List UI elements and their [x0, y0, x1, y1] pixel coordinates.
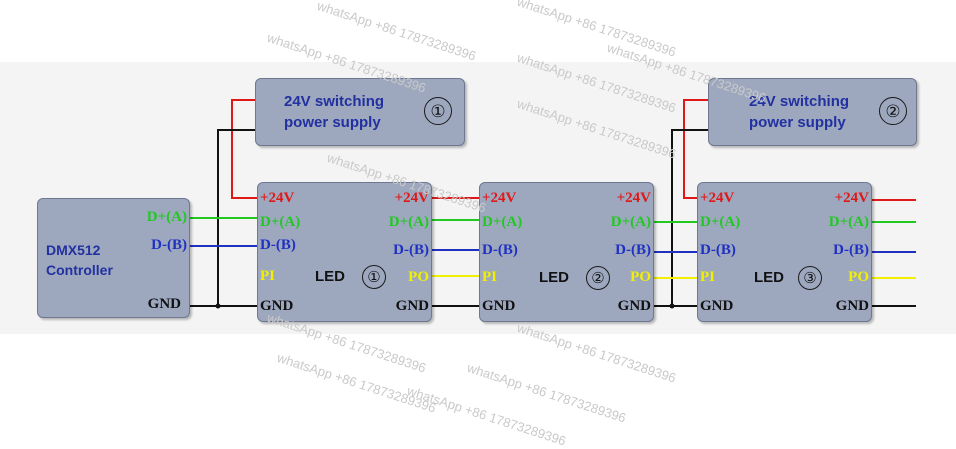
led1-in-24v: +24V	[260, 190, 295, 206]
led3-in-pi: PI	[700, 269, 715, 285]
led1-in-dminus: D-(B)	[260, 237, 296, 253]
led3-out-po: PO	[848, 269, 869, 285]
led2-label: LED	[539, 269, 569, 286]
led3-out-24v: +24V	[834, 190, 869, 206]
led2-out-24v: +24V	[616, 190, 651, 206]
led-unit-1: +24V D+(A) D-(B) PI GND +24V D+(A) D-(B)…	[257, 182, 432, 322]
gnd-junction-2	[669, 303, 675, 309]
led3-out-dplus: D+(A)	[828, 214, 869, 230]
psu2-positive-wire	[683, 99, 708, 199]
led1-in-dplus: D+(A)	[260, 214, 301, 230]
led3-label: LED	[754, 269, 784, 286]
led2-out-dplus: D+(A)	[610, 214, 651, 230]
led3-out-dminus: D-(B)	[833, 242, 869, 258]
led3-out-gnd: GND	[835, 298, 869, 314]
led1-out-po: PO	[408, 269, 429, 285]
controller-line1: DMX512	[46, 242, 101, 258]
led2-in-gnd: GND	[482, 298, 516, 314]
led2-in-pi: PI	[482, 269, 497, 285]
led2-out-dminus: D-(B)	[615, 242, 651, 258]
psu2-line2: power supply	[749, 114, 846, 131]
dmx512-controller: DMX512 Controller D+(A) D-(B) GND	[37, 198, 190, 318]
led2-number: ②	[586, 266, 610, 290]
controller-dminus: D-(B)	[151, 237, 187, 253]
gnd-junction-1	[215, 303, 221, 309]
led2-in-24v: +24V	[482, 190, 517, 206]
led3-in-dplus: D+(A)	[700, 214, 741, 230]
led3-number: ③	[798, 266, 822, 290]
led1-in-gnd: GND	[260, 298, 294, 314]
led1-number: ①	[362, 265, 386, 289]
psu2-line1: 24V switching	[749, 93, 850, 110]
controller-gnd: GND	[147, 296, 181, 312]
psu2-negative-wire	[671, 129, 708, 306]
led1-out-dminus: D-(B)	[393, 242, 429, 258]
controller-dplus: D+(A)	[146, 209, 187, 225]
led1-out-24v: +24V	[394, 190, 429, 206]
led-unit-3: +24V D+(A) D-(B) PI GND +24V D+(A) D-(B)…	[697, 182, 872, 322]
led2-in-dminus: D-(B)	[482, 242, 518, 258]
led3-in-24v: +24V	[700, 190, 735, 206]
psu1-positive-wire	[231, 99, 257, 199]
psu1-number: ①	[424, 97, 452, 125]
psu1-negative-wire	[217, 129, 255, 306]
led1-label: LED	[315, 268, 345, 285]
led1-out-dplus: D+(A)	[388, 214, 429, 230]
led1-in-pi: PI	[260, 268, 275, 284]
power-supply-2: 24V switching power supply ②	[708, 78, 917, 146]
led1-out-gnd: GND	[395, 298, 429, 314]
led2-out-gnd: GND	[617, 298, 651, 314]
led3-in-gnd: GND	[700, 298, 734, 314]
led2-out-po: PO	[630, 269, 651, 285]
led-unit-2: +24V D+(A) D-(B) PI GND +24V D+(A) D-(B)…	[479, 182, 654, 322]
led2-in-dplus: D+(A)	[482, 214, 523, 230]
wiring-lines	[188, 99, 916, 309]
controller-line2: Controller	[46, 262, 113, 278]
power-supply-1: 24V switching power supply ①	[255, 78, 465, 146]
psu1-line2: power supply	[284, 114, 381, 131]
psu2-number: ②	[879, 97, 907, 125]
led3-in-dminus: D-(B)	[700, 242, 736, 258]
psu1-line1: 24V switching	[284, 93, 385, 110]
